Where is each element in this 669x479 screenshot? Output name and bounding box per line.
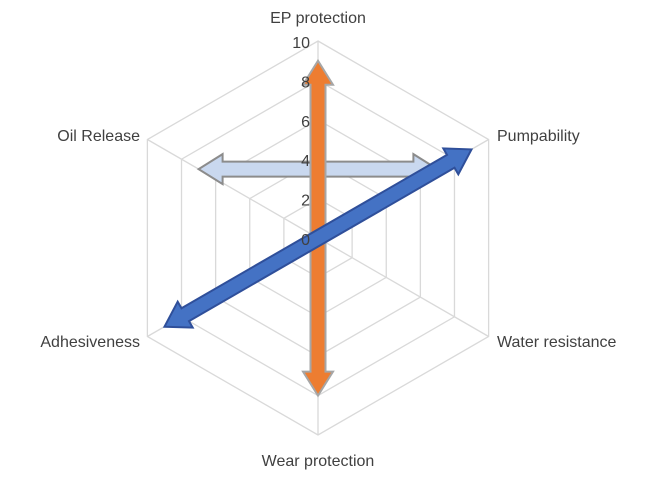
- tick-label-6: 6: [301, 114, 310, 131]
- tick-label-10: 10: [292, 35, 310, 52]
- tick-label-2: 2: [301, 193, 310, 210]
- arrow-0: [301, 58, 335, 398]
- spoke-2: [317, 237, 489, 338]
- tick-label-4: 4: [301, 153, 310, 170]
- spoke-5: [147, 138, 319, 239]
- tick-layer: 0 2 4 6 8 10: [292, 35, 310, 249]
- tick-label-0: 0: [301, 232, 310, 249]
- axis-label-2: Water resistance: [497, 334, 617, 351]
- axis-label-5: Oil Release: [57, 128, 140, 145]
- axis-label-4: Adhesiveness: [40, 334, 140, 351]
- arrow-1: [162, 147, 474, 329]
- tick-label-8: 8: [301, 74, 310, 91]
- arrow-layer: [162, 58, 474, 398]
- axis-label-3: Wear protection: [262, 453, 375, 470]
- axis-label-1: Pumpability: [497, 128, 580, 145]
- axis-label-0: EP protection: [270, 10, 366, 27]
